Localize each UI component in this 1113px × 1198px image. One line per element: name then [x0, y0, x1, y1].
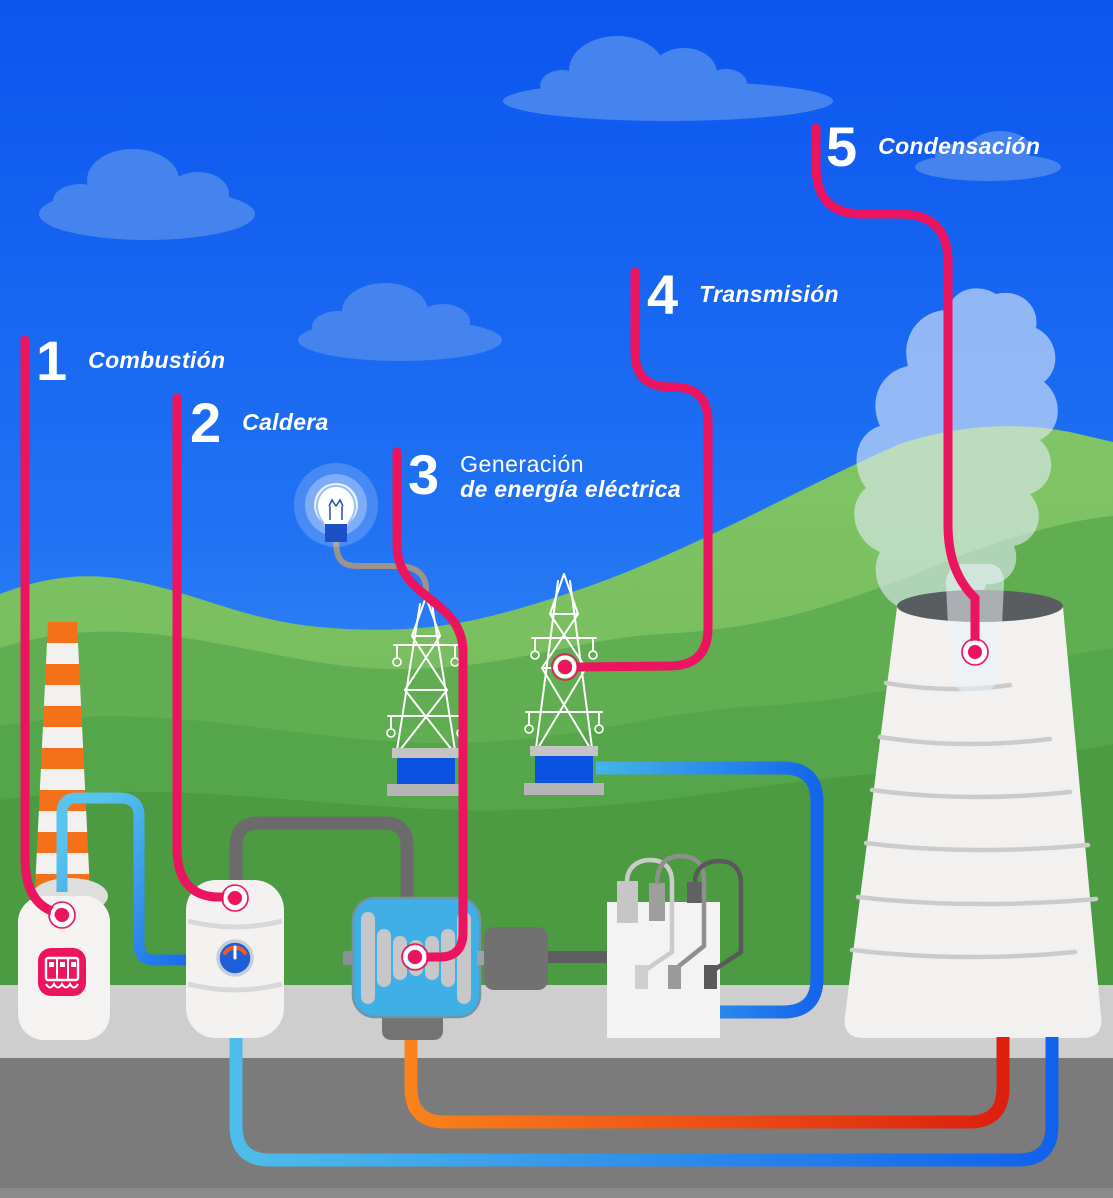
generator-pedestal	[382, 1017, 443, 1040]
terminal-1	[635, 965, 648, 989]
shaft	[548, 951, 608, 963]
transmission-tower-1	[386, 596, 466, 796]
callout-dot-5	[961, 638, 989, 666]
gearbox	[477, 927, 608, 990]
tower-foundation	[387, 784, 465, 796]
step-2-label: Caldera	[242, 409, 329, 435]
cloud-middle	[298, 283, 502, 361]
terminal-2	[668, 965, 681, 989]
cloud-right	[915, 131, 1061, 181]
callout-line-2	[172, 393, 229, 902]
generator	[343, 896, 482, 1040]
tower-base	[535, 756, 593, 783]
callout-dot-1	[48, 901, 76, 929]
step-4: 4 Transmisión	[647, 267, 839, 323]
combustion-unit	[18, 878, 110, 1040]
step-5-label: Condensación	[878, 133, 1041, 159]
steam-plume	[854, 288, 1058, 608]
step-1-label: Combustión	[88, 347, 226, 373]
callout-line-1	[20, 335, 63, 918]
road-edge	[0, 1188, 1113, 1198]
tower-cap	[530, 746, 598, 756]
boiler	[186, 880, 284, 1038]
callout-dot-4	[551, 653, 579, 681]
step-3-label-line2: de energía eléctrica	[460, 476, 681, 502]
callout-lines	[20, 123, 980, 962]
step-5: 5 Condensación	[826, 119, 1040, 175]
callout-line-5	[811, 123, 980, 645]
callout-line-4	[573, 267, 713, 672]
bushing-2	[649, 883, 665, 921]
tower-base	[397, 758, 455, 784]
step-2: 2 Caldera	[190, 395, 329, 451]
bushing-3	[687, 882, 704, 903]
pipe-air-lightblue	[56, 792, 188, 966]
tower-foundation	[524, 783, 604, 795]
step-1: 1 Combustión	[36, 333, 225, 389]
step-5-number: 5	[826, 115, 857, 178]
callout-dots	[48, 638, 989, 971]
step-3-label-line1: Generación	[460, 451, 585, 477]
tower-cap	[392, 748, 460, 758]
bushing-1	[617, 881, 638, 923]
cooling-tower	[844, 564, 1102, 1038]
step-4-number: 4	[647, 263, 678, 326]
pipe-steam-gray	[229, 816, 414, 900]
transmission-tower-2	[524, 573, 604, 795]
burner-icon	[38, 948, 86, 996]
step-2-number: 2	[190, 391, 221, 454]
cloud-top	[503, 36, 833, 121]
terminal-3	[704, 965, 717, 989]
pressure-gauge	[216, 939, 254, 977]
pipe-return-blue	[596, 761, 824, 1019]
pipe-cold-water	[229, 1036, 1059, 1167]
step-1-number: 1	[36, 329, 67, 392]
callout-dot-2	[221, 884, 249, 912]
cloud-left	[39, 149, 255, 240]
bulb-base	[325, 524, 347, 542]
transformer	[607, 853, 744, 1038]
callout-dot-3	[401, 943, 429, 971]
callout-line-3	[392, 447, 468, 962]
step-3-number: 3	[408, 443, 439, 506]
pipe-hot-water	[404, 1036, 1010, 1129]
step-4-label: Transmisión	[699, 281, 839, 307]
